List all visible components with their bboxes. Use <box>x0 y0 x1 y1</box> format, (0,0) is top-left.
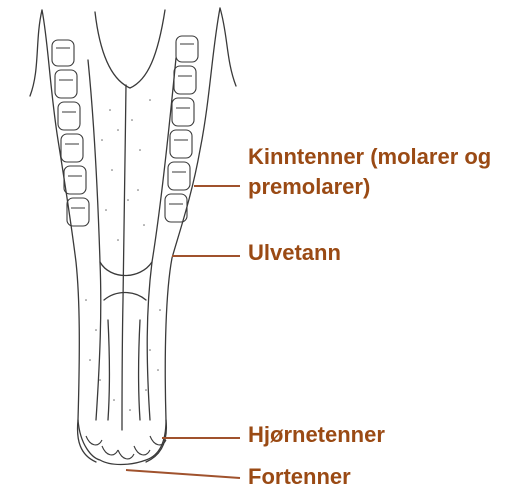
leader-line-incisors <box>126 470 240 478</box>
molar-row-right <box>165 36 198 222</box>
palate-midline <box>122 85 126 430</box>
label-canines: Hjørnetenner <box>248 420 385 450</box>
nasal-groove-right <box>139 320 141 420</box>
label-molars-line1: Kinntenner (molarer og <box>248 142 491 172</box>
nasal-groove-left <box>108 320 110 420</box>
label-molars: Kinntenner (molarer og premolarer) <box>248 142 491 202</box>
jaw-outline-left <box>42 10 96 462</box>
skull-top-outline <box>30 10 42 96</box>
skull-top-outline-right <box>220 8 236 86</box>
incisive-region <box>100 262 152 276</box>
palate-back-curve <box>95 10 165 88</box>
label-wolf-tooth: Ulvetann <box>248 238 341 268</box>
incisive-inner <box>104 293 146 301</box>
palate-left-edge <box>88 60 101 420</box>
label-incisors: Fortenner <box>248 462 351 492</box>
label-molars-line2: premolarer) <box>248 172 491 202</box>
